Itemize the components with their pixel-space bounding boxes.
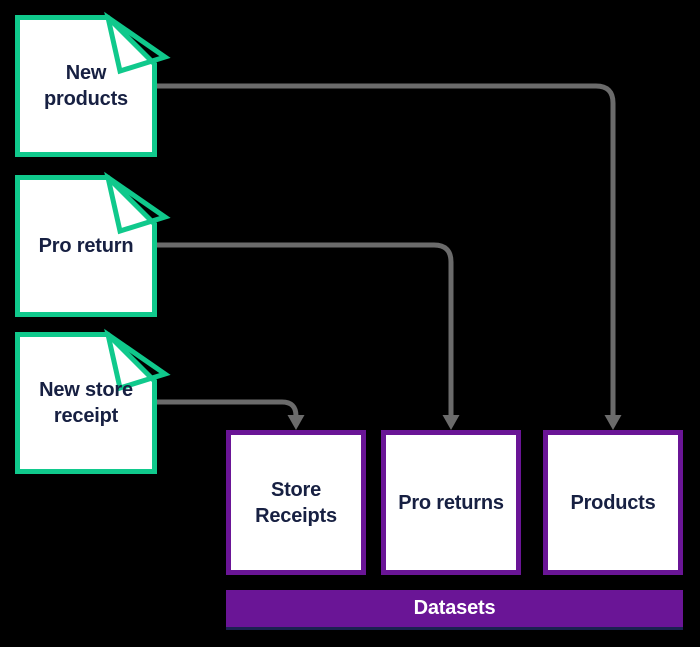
document-fold-icon: [104, 171, 171, 235]
datasets-banner: Datasets: [226, 590, 683, 630]
document-icon: [15, 11, 171, 157]
document-icon: [15, 171, 171, 317]
dataset-node-pro-returns: Pro returns: [381, 430, 521, 575]
arrowhead-pro-returns-icon: [442, 415, 460, 430]
document-page-shape: [15, 175, 157, 317]
document-icon: [15, 328, 171, 474]
connector-new-products-to-products: [155, 83, 616, 416]
document-page-shape: [15, 15, 157, 157]
doc-label-pro-return: Pro return: [38, 235, 134, 257]
dataset-label-pro-returns: Pro returns: [398, 491, 504, 514]
dataset-node-store-receipts: Store Receipts: [226, 430, 366, 575]
doc-node-new-products: New products: [15, 11, 171, 157]
dataset-label-products: Products: [570, 491, 656, 514]
arrowhead-store-receipts-icon: [287, 415, 305, 430]
doc-label-new-products: New products: [44, 62, 128, 110]
document-fold-icon: [104, 328, 171, 392]
doc-node-new-store-receipt: New store receipt: [15, 328, 171, 474]
datasets-banner-label: Datasets: [413, 597, 496, 619]
doc-node-pro-return: Pro return: [15, 171, 171, 317]
dataset-node-products: Products: [543, 430, 683, 575]
dataset-label-store-receipts: Store Receipts: [255, 478, 337, 527]
doc-label-new-store-receipt: New store receipt: [39, 379, 133, 427]
document-page-shape: [15, 332, 157, 474]
document-fold-icon: [104, 11, 171, 75]
arrowhead-products-icon: [604, 415, 622, 430]
connector-pro-return-to-pro-returns: [155, 242, 454, 416]
